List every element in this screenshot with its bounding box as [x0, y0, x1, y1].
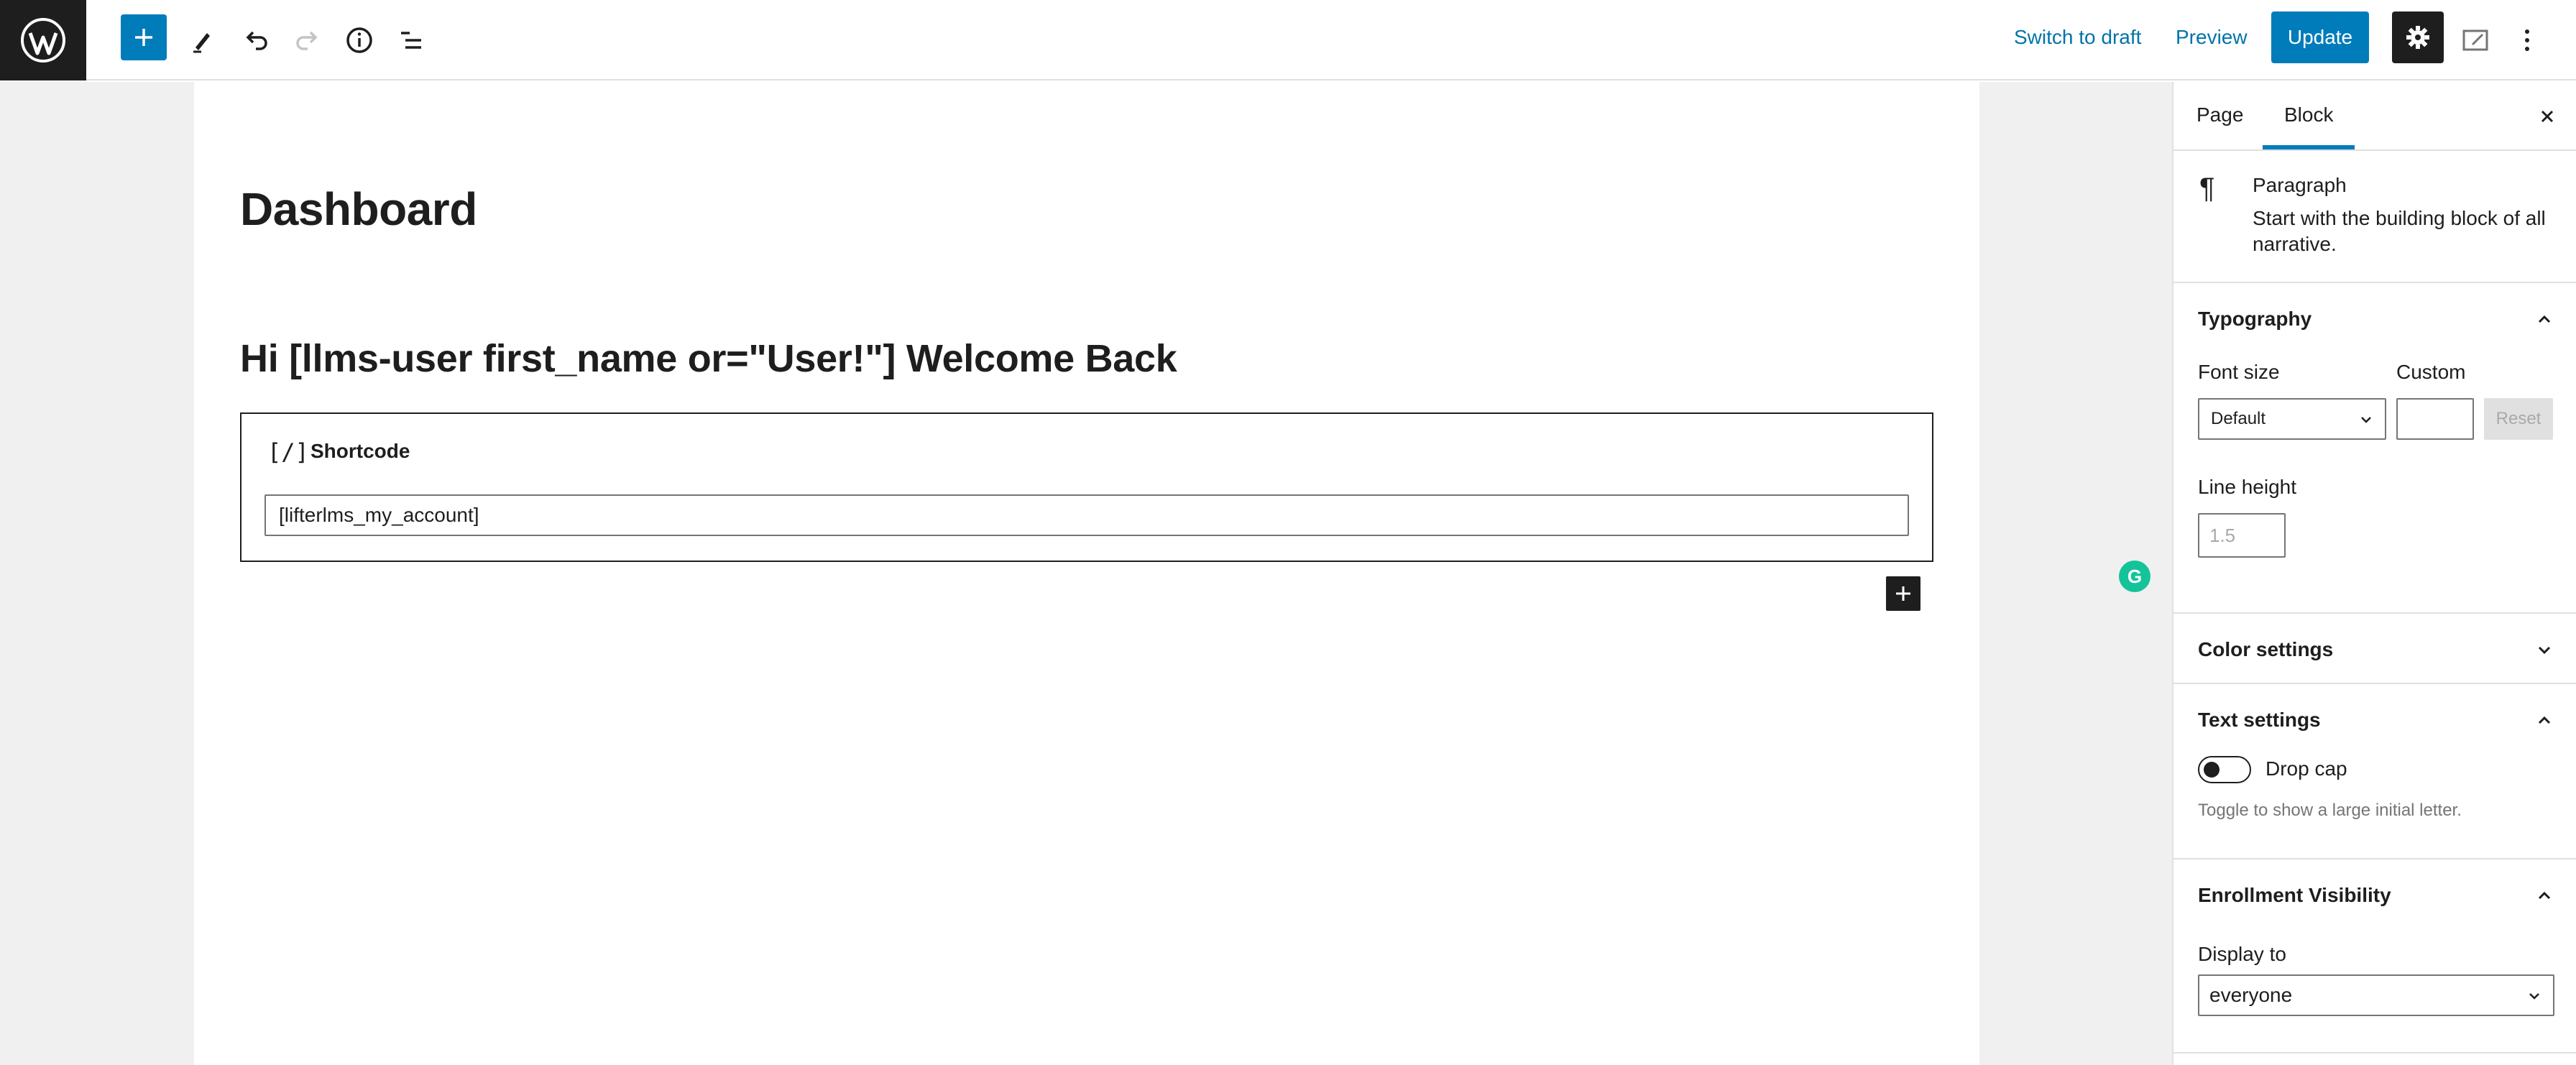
chevron-down-icon: [2529, 993, 2539, 1000]
more-vertical-icon: [2525, 29, 2529, 51]
greeting-heading-block[interactable]: Hi [llms-user first_name or="User!"] Wel…: [240, 337, 1177, 380]
block-card: ¶ Paragraph Start with the building bloc…: [2174, 151, 2576, 283]
redo-icon: [296, 31, 318, 50]
text-settings-panel: Text settings: [2174, 684, 2576, 859]
fullscreen-button[interactable]: [2450, 14, 2501, 66]
switch-to-draft-button[interactable]: Switch to draft: [2014, 26, 2142, 48]
block-inserter-button[interactable]: [1886, 576, 1920, 611]
reset-font-size-button[interactable]: Reset: [2484, 398, 2553, 440]
settings-sidebar: Page Block ¶ Paragraph Start with the bu…: [2172, 82, 2576, 1065]
custom-font-size-input[interactable]: [2396, 398, 2474, 440]
active-tab-indicator: [2263, 145, 2355, 149]
shortcode-icon: [/]: [267, 438, 309, 466]
typography-panel-title[interactable]: Typography: [2198, 308, 2312, 330]
custom-font-size-label: Custom: [2396, 361, 2466, 383]
font-size-value: Default: [2211, 409, 2266, 428]
pencil-icon: [193, 33, 210, 53]
text-settings-title[interactable]: Text settings: [2198, 709, 2321, 731]
tools-button[interactable]: [177, 14, 229, 66]
line-height-label: Line height: [2198, 476, 2297, 498]
settings-button[interactable]: [2392, 11, 2444, 63]
plus-icon: [1896, 586, 1910, 601]
wordpress-logo-icon: [21, 18, 65, 63]
gear-icon: [2406, 26, 2429, 49]
update-button[interactable]: Update: [2271, 11, 2369, 63]
line-height-input[interactable]: 1.5: [2198, 513, 2286, 558]
info-icon: [346, 27, 372, 53]
tab-page[interactable]: Page: [2196, 103, 2244, 126]
editor-canvas[interactable]: Dashboard Hi [llms-user first_name or="U…: [194, 82, 1979, 1065]
editor-toolbar: Switch to draft Preview Update: [0, 0, 2576, 80]
typography-panel: Typography: [2174, 283, 2576, 614]
drop-cap-toggle[interactable]: [2198, 756, 2251, 783]
undo-button[interactable]: [230, 14, 282, 66]
close-icon: [2541, 110, 2554, 123]
close-sidebar-button[interactable]: [2533, 102, 2562, 131]
font-size-select[interactable]: Default: [2198, 398, 2386, 440]
drop-cap-help-text: Toggle to show a large initial letter.: [2198, 801, 2462, 820]
list-view-button[interactable]: [385, 14, 437, 66]
add-block-button[interactable]: [121, 14, 167, 60]
post-title[interactable]: Dashboard: [240, 183, 477, 235]
chevron-up-icon[interactable]: [2530, 881, 2559, 910]
tab-block[interactable]: Block: [2284, 103, 2334, 126]
grammarly-icon[interactable]: G: [2119, 561, 2150, 592]
chevron-down-icon: [2361, 417, 2371, 423]
list-view-icon: [401, 32, 421, 49]
color-settings-panel[interactable]: Color settings: [2174, 614, 2576, 684]
drop-cap-label: Drop cap: [2266, 757, 2347, 780]
redo-button[interactable]: [282, 14, 334, 66]
sidebar-tabs: Page Block: [2174, 82, 2576, 151]
fullscreen-icon: [2462, 29, 2488, 51]
font-size-label: Font size: [2198, 361, 2280, 383]
shortcode-block[interactable]: [/] Shortcode [lifterlms_my_account]: [240, 412, 1933, 562]
block-card-description: Start with the building block of all nar…: [2253, 207, 2546, 255]
chevron-up-icon[interactable]: [2530, 706, 2559, 734]
options-menu-button[interactable]: [2501, 14, 2553, 66]
block-card-title: Paragraph: [2253, 174, 2347, 196]
color-settings-title[interactable]: Color settings: [2198, 638, 2334, 660]
shortcode-label: Shortcode: [310, 440, 410, 462]
shortcode-input[interactable]: [lifterlms_my_account]: [264, 494, 1909, 536]
display-to-label: Display to: [2198, 943, 2286, 965]
chevron-up-icon[interactable]: [2530, 305, 2559, 333]
wordpress-logo[interactable]: [0, 0, 86, 80]
enrollment-visibility-panel: Enrollment Visibility: [2174, 859, 2576, 1054]
paragraph-icon: ¶: [2199, 172, 2215, 204]
enrollment-visibility-title[interactable]: Enrollment Visibility: [2198, 884, 2391, 906]
toggle-knob: [2204, 762, 2220, 778]
display-to-value: everyone: [2209, 984, 2293, 1006]
plus-icon: [135, 29, 152, 46]
chevron-down-icon[interactable]: [2530, 635, 2559, 664]
preview-button[interactable]: Preview: [2176, 26, 2248, 48]
undo-icon: [246, 31, 267, 50]
details-button[interactable]: [334, 14, 385, 66]
display-to-select[interactable]: everyone: [2198, 974, 2554, 1016]
